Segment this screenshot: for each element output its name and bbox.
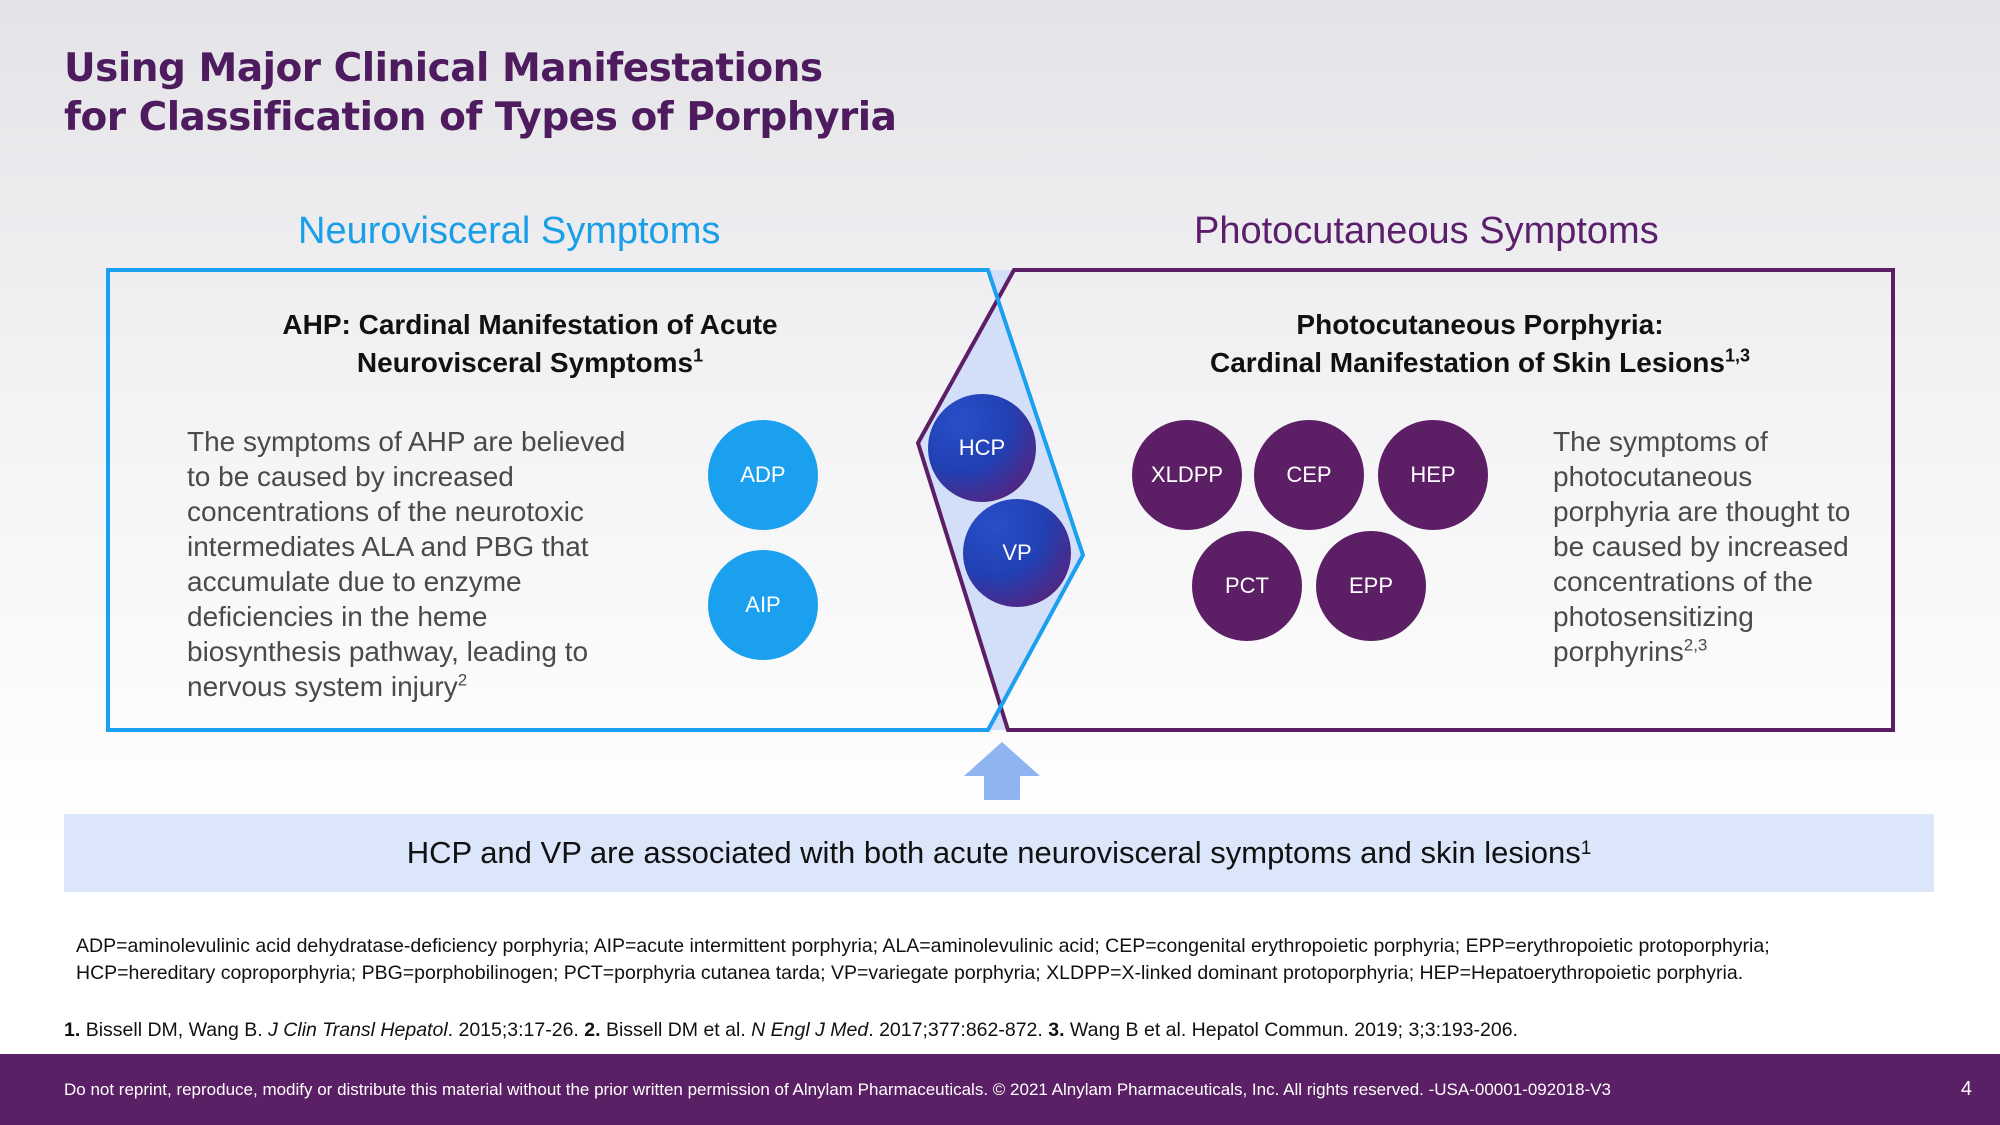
- neuro-body-line: accumulate due to enzyme: [187, 566, 522, 597]
- circle-aip: AIP: [708, 550, 818, 660]
- ref-3-text: Wang B et al. Hepatol Commun. 2019; 3;3:…: [1069, 1019, 1518, 1041]
- overlap-banner: HCP and VP are associated with both acut…: [64, 814, 1934, 892]
- neurovisceral-box: [106, 268, 1086, 732]
- neuro-body-line: concentrations of the neurotoxic: [187, 496, 584, 527]
- circle-cep: CEP: [1254, 420, 1364, 530]
- neurovisceral-heading: Neurovisceral Symptoms: [298, 210, 721, 252]
- footer-bar: Do not reprint, reproduce, modify or dis…: [0, 1054, 2000, 1125]
- neuro-box-title-ref: 1: [693, 345, 704, 366]
- neuro-body-line: to be caused by increased: [187, 461, 514, 492]
- circle-xldpp: XLDPP: [1132, 420, 1242, 530]
- neuro-body-line: nervous system injury2: [187, 669, 687, 704]
- neuro-box-title-line-2: Neurovisceral Symptoms1: [190, 344, 870, 382]
- ref-1-number: 1.: [64, 1019, 81, 1041]
- circle-hcp: HCP: [928, 394, 1036, 502]
- circle-hep: HEP: [1378, 420, 1488, 530]
- ref-1-details: . 2015;3:17-26.: [447, 1019, 579, 1041]
- ref-1-authors: Bissell DM, Wang B.: [85, 1019, 263, 1041]
- circle-adp: ADP: [708, 420, 818, 530]
- photo-box-title: Photocutaneous Porphyria: Cardinal Manif…: [1100, 306, 1860, 382]
- neuro-body-text: The symptoms of AHP are believed to be c…: [187, 424, 687, 704]
- neuro-body-last-text: nervous system injury: [187, 671, 458, 702]
- photo-body-line: be caused by increased: [1553, 531, 1849, 562]
- photo-box-title-line-2: Cardinal Manifestation of Skin Lesions1,…: [1100, 344, 1860, 382]
- references: 1. Bissell DM, Wang B. J Clin Transl Hep…: [64, 1019, 1518, 1042]
- photo-body-line: photocutaneous: [1553, 461, 1753, 492]
- photo-box-title-line-1: Photocutaneous Porphyria:: [1296, 309, 1664, 340]
- neuro-body-line: intermediates ALA and PBG that: [187, 531, 589, 562]
- ref-2-authors: Bissell DM et al.: [605, 1019, 746, 1041]
- ref-2-details: . 2017;377:862-872.: [868, 1019, 1043, 1041]
- neuro-box-title-line-1: AHP: Cardinal Manifestation of Acute: [282, 309, 778, 340]
- page-title: Using Major Clinical Manifestations for …: [64, 44, 897, 142]
- banner-text: HCP and VP are associated with both acut…: [406, 835, 1581, 870]
- abbreviations: ADP=aminolevulinic acid dehydratase-defi…: [76, 935, 1770, 984]
- ref-2-number: 2.: [584, 1019, 601, 1041]
- circle-vp: VP: [963, 499, 1071, 607]
- photo-body-last-text: porphyrins: [1553, 636, 1684, 667]
- photo-body-line: porphyrins2,3: [1553, 634, 1883, 669]
- neuro-body-line: deficiencies in the heme: [187, 601, 488, 632]
- photo-body-line: concentrations of the: [1553, 566, 1813, 597]
- photo-box-title-line-2-text: Cardinal Manifestation of Skin Lesions: [1210, 347, 1725, 378]
- photocutaneous-heading: Photocutaneous Symptoms: [1194, 210, 1659, 252]
- neuro-box-title: AHP: Cardinal Manifestation of Acute Neu…: [190, 306, 870, 382]
- neuro-body-ref: 2: [457, 670, 468, 690]
- photocutaneous-box: [915, 268, 1895, 732]
- photo-box-title-ref: 1,3: [1724, 345, 1750, 366]
- photo-body-line: The symptoms of: [1553, 426, 1768, 457]
- ref-1-journal: J Clin Transl Hepatol: [268, 1019, 448, 1041]
- circle-pct: PCT: [1192, 531, 1302, 641]
- photo-body-line: porphyria are thought to: [1553, 496, 1851, 527]
- photo-body-ref: 2,3: [1683, 635, 1708, 655]
- photo-body-line: photosensitizing: [1553, 601, 1754, 632]
- page-number: 4: [1960, 1078, 1972, 1100]
- circle-epp: EPP: [1316, 531, 1426, 641]
- neuro-body-line: The symptoms of AHP are believed: [187, 426, 626, 457]
- ref-2-journal: N Engl J Med: [751, 1019, 869, 1041]
- title-line-2: for Classification of Types of Porphyria: [64, 95, 897, 140]
- neuro-body-line: biosynthesis pathway, leading to: [187, 636, 589, 667]
- ref-3-number: 3.: [1048, 1019, 1065, 1041]
- overlap-region: [918, 270, 1083, 730]
- title-line-1: Using Major Clinical Manifestations: [64, 46, 823, 91]
- neuro-box-title-line-2-text: Neurovisceral Symptoms: [356, 347, 694, 378]
- footer-disclaimer: Do not reprint, reproduce, modify or dis…: [64, 1080, 1612, 1099]
- photo-body-text: The symptoms of photocutaneous porphyria…: [1553, 424, 1883, 669]
- up-arrow-icon: [964, 742, 1040, 800]
